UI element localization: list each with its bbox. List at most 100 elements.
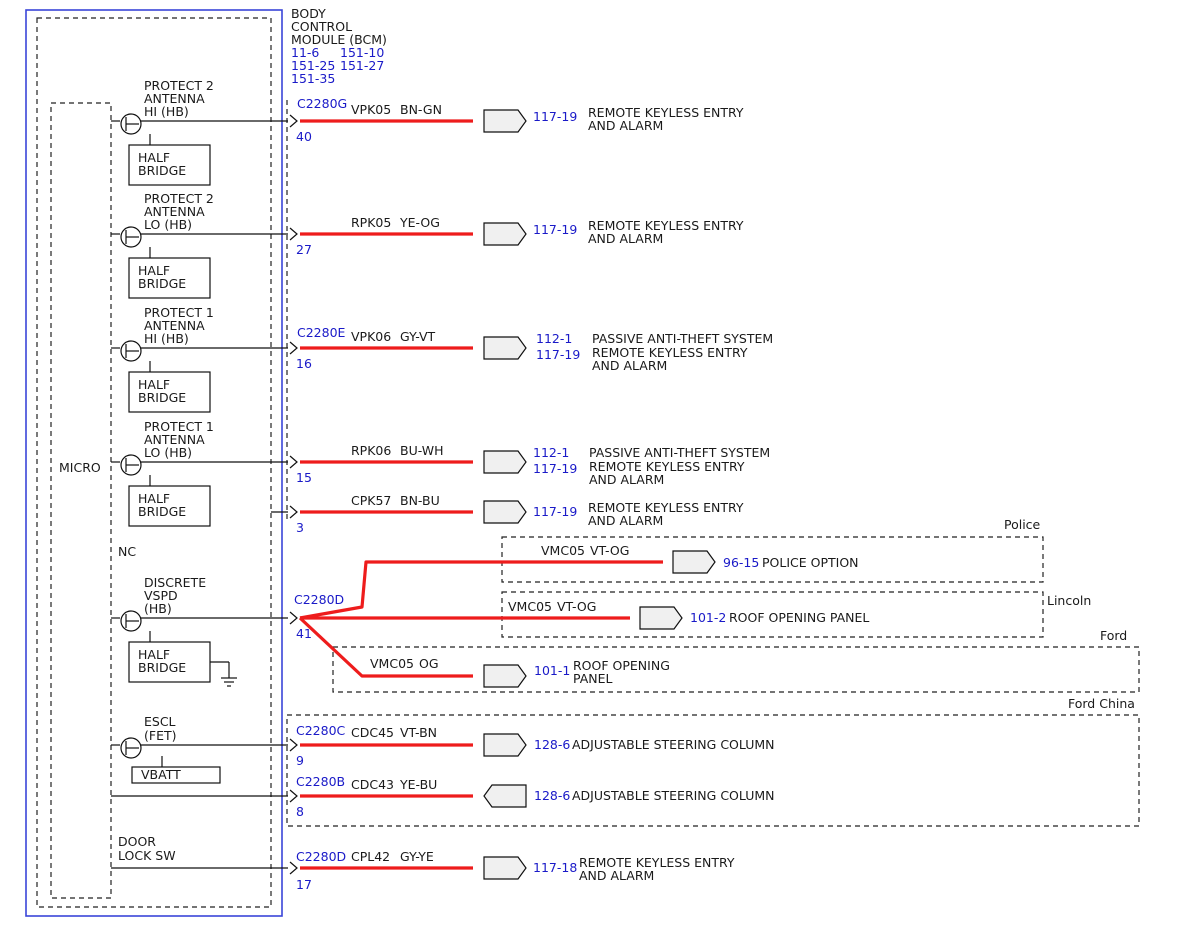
inline-connector-icon xyxy=(483,222,527,246)
cell-ref[interactable]: 117-19 xyxy=(533,504,577,519)
cell-ref[interactable]: 128-6 xyxy=(534,788,570,803)
destination: REMOTE KEYLESS ENTRY xyxy=(588,218,744,233)
wire-id: RPK06 xyxy=(351,443,391,458)
wire-color: VT-OG xyxy=(590,543,629,558)
pin-arrow-icon xyxy=(289,227,298,241)
destination: ADJUSTABLE STEERING COLUMN xyxy=(572,788,775,803)
circuit-label-line: ANTENNA xyxy=(144,432,205,447)
wire-id: VMC05 xyxy=(508,599,552,614)
wire-id: CPK57 xyxy=(351,493,391,508)
region-police xyxy=(501,536,1044,583)
cell-ref[interactable]: 96-15 xyxy=(723,555,759,570)
module-ref[interactable]: 151-25 xyxy=(291,58,335,73)
wire-branch-police xyxy=(299,560,663,620)
transistor-icon xyxy=(120,454,142,476)
destination: POLICE OPTION xyxy=(762,555,859,570)
pin-arrow-icon xyxy=(289,505,298,519)
vbatt-label: VBATT xyxy=(141,767,181,782)
destination: REMOTE KEYLESS ENTRY xyxy=(588,500,744,515)
destination: PANEL xyxy=(573,671,613,686)
circuit-cpk57: 3 CPK57 BN-BU 117-19 REMOTE KEYLESS ENTR… xyxy=(271,493,744,535)
transistor-icon xyxy=(120,737,142,759)
wire-color: GY-YE xyxy=(400,849,434,864)
inline-connector-icon xyxy=(483,109,527,133)
pin-number: 9 xyxy=(296,753,304,768)
connector-id[interactable]: C2280G xyxy=(297,96,347,111)
wire-color: VT-OG xyxy=(557,599,596,614)
connector-id[interactable]: C2280D xyxy=(296,849,346,864)
destination: ADJUSTABLE STEERING COLUMN xyxy=(572,737,775,752)
cell-ref[interactable]: 117-18 xyxy=(533,860,577,875)
connector-id[interactable]: C2280E xyxy=(297,325,346,340)
cell-ref[interactable]: 101-1 xyxy=(534,663,570,678)
cell-ref[interactable]: 117-19 xyxy=(536,347,580,362)
pin-number: 41 xyxy=(296,626,312,641)
pin-number: 40 xyxy=(296,129,312,144)
half-bridge-label: BRIDGE xyxy=(138,390,186,405)
wire-id: RPK05 xyxy=(351,215,391,230)
cell-ref[interactable]: 101-2 xyxy=(690,610,726,625)
inline-connector-icon xyxy=(483,450,527,474)
cell-ref[interactable]: 117-19 xyxy=(533,461,577,476)
module-title-line-1: BODY xyxy=(291,6,326,21)
cell-ref[interactable]: 117-19 xyxy=(533,222,577,237)
destination: REMOTE KEYLESS ENTRY xyxy=(589,459,745,474)
circuit-label-line: (FET) xyxy=(144,728,176,743)
cell-ref[interactable]: 112-1 xyxy=(533,445,569,460)
destination: PASSIVE ANTI-THEFT SYSTEM xyxy=(592,331,773,346)
pin-arrow-icon xyxy=(289,114,298,128)
cell-ref[interactable]: 117-19 xyxy=(533,109,577,124)
destination: ROOF OPENING xyxy=(573,658,670,673)
wire-color: BU-WH xyxy=(400,443,444,458)
pin-number: 15 xyxy=(296,470,312,485)
pin-number: 16 xyxy=(296,356,312,371)
region-label: Police xyxy=(1004,517,1041,532)
circuit-label-line: PROTECT 2 xyxy=(144,191,214,206)
pin-arrow-icon xyxy=(289,789,298,803)
circuit-door-lock: DOOR LOCK SW C2280D 17 CPL42 GY-YE 117-1… xyxy=(111,834,735,892)
pin-arrow-icon xyxy=(289,611,298,625)
destination: ROOF OPENING PANEL xyxy=(729,610,869,625)
circuit-label-line: VSPD xyxy=(144,588,178,603)
circuit-label-line: DOOR xyxy=(118,834,156,849)
connector-id[interactable]: C2280D xyxy=(294,592,344,607)
connector-id[interactable]: C2280B xyxy=(296,774,345,789)
wire-id: CDC43 xyxy=(351,777,394,792)
pin-arrow-icon xyxy=(289,738,298,752)
region-lincoln xyxy=(501,591,1044,638)
pin-arrow-icon xyxy=(289,455,298,469)
wire-color: BN-BU xyxy=(400,493,440,508)
inline-connector-icon xyxy=(483,784,527,808)
inline-connector-icon xyxy=(483,856,527,880)
cell-ref[interactable]: 112-1 xyxy=(536,331,572,346)
wire-color: YE-BU xyxy=(399,777,437,792)
destination: AND ALARM xyxy=(588,231,663,246)
region-label: Ford xyxy=(1100,628,1127,643)
destination: AND ALARM xyxy=(579,868,654,883)
inline-connector-icon xyxy=(483,664,527,688)
wire-id: VPK06 xyxy=(351,329,391,344)
half-bridge-box xyxy=(128,485,211,527)
wire-id: CPL42 xyxy=(351,849,390,864)
inline-connector-icon xyxy=(639,606,683,630)
half-bridge-label: BRIDGE xyxy=(138,163,186,178)
wire-id: VMC05 xyxy=(370,656,414,671)
circuit-label-line: ANTENNA xyxy=(144,318,205,333)
module-ref[interactable]: 151-10 xyxy=(340,45,384,60)
cell-ref[interactable]: 128-6 xyxy=(534,737,570,752)
circuit-label-line: HI (HB) xyxy=(144,331,189,346)
region-ford xyxy=(332,646,1140,693)
circuit-protect1-hi: PROTECT 1 ANTENNA HI (HB) HALF BRIDGE C2… xyxy=(111,305,773,413)
destination: AND ALARM xyxy=(592,358,667,373)
pin-number: 27 xyxy=(296,242,312,257)
module-ref[interactable]: 151-27 xyxy=(340,58,384,73)
destination: AND ALARM xyxy=(588,118,663,133)
circuit-label-line: ANTENNA xyxy=(144,91,205,106)
circuit-label-line: DISCRETE xyxy=(144,575,206,590)
module-ref[interactable]: 151-35 xyxy=(291,71,335,86)
pin-arrow-icon xyxy=(289,861,298,875)
connector-id[interactable]: C2280C xyxy=(296,723,346,738)
wire-id: CDC45 xyxy=(351,725,394,740)
module-ref[interactable]: 11-6 xyxy=(291,45,319,60)
